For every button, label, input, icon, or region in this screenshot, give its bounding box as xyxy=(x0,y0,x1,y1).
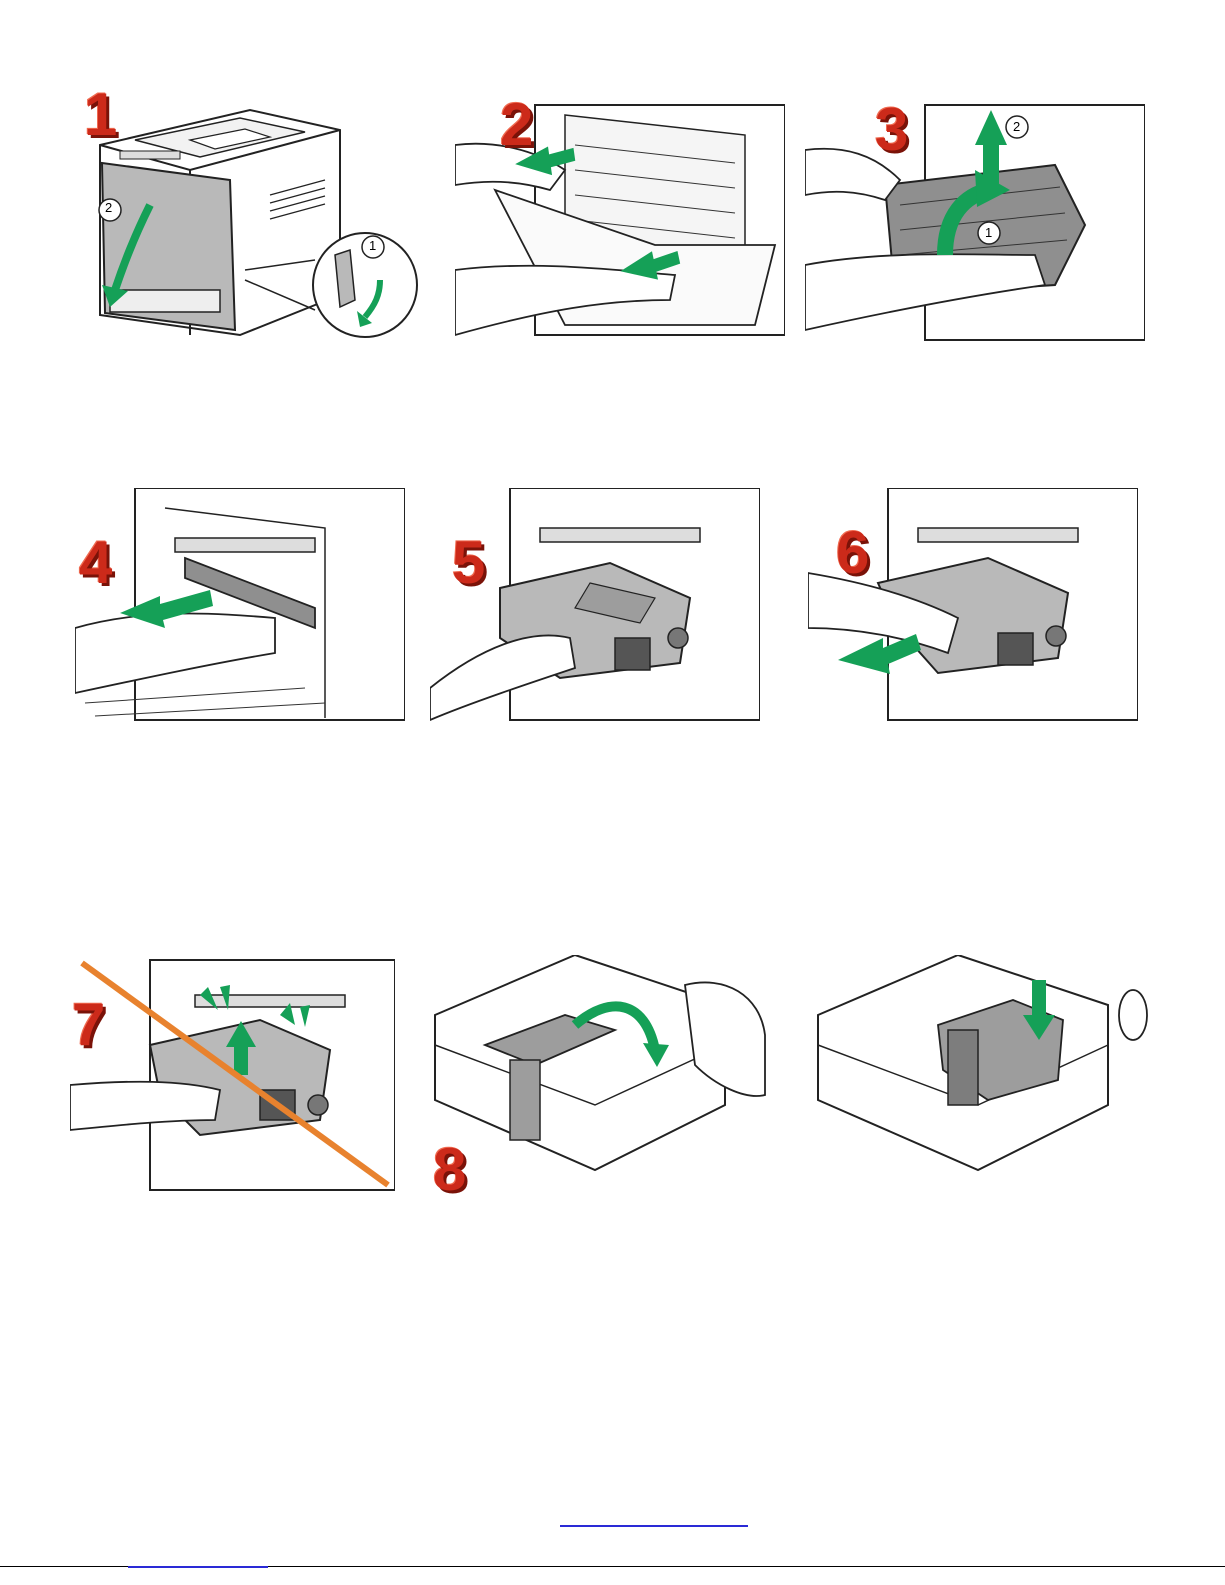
step-number-1: 1 xyxy=(84,85,115,145)
step-number-4: 4 xyxy=(79,533,110,593)
bottom-link-underline[interactable] xyxy=(128,1556,268,1568)
step-3-panel: 3 1 2 xyxy=(805,95,1145,345)
step-number-6: 6 xyxy=(836,523,867,583)
do-not-lift-illustration xyxy=(70,955,395,1195)
step-number-8: 8 xyxy=(433,1140,464,1200)
callout-circle-1: 1 xyxy=(369,238,376,253)
step-number-2: 2 xyxy=(500,95,531,155)
pull-lever-illustration xyxy=(75,488,405,723)
step-number-5: 5 xyxy=(452,533,483,593)
step-5-panel: 5 xyxy=(430,488,760,723)
step-2-panel: 2 xyxy=(455,95,785,345)
step-1-panel: 1 2 1 xyxy=(80,85,430,345)
printer-front-cover-illustration xyxy=(80,85,430,345)
final-panel xyxy=(808,955,1148,1185)
callout-circle-2: 2 xyxy=(1013,119,1020,134)
grip-waste-toner-bottle-illustration xyxy=(430,488,760,723)
callout-circle-1: 1 xyxy=(985,225,992,240)
step-7-panel: 7 xyxy=(70,955,395,1195)
callout-circle-2: 2 xyxy=(105,200,112,215)
step-number-7: 7 xyxy=(72,995,103,1055)
step-4-panel: 4 xyxy=(75,488,405,723)
bottle-cap-closed-illustration xyxy=(808,955,1148,1185)
close-bottle-cap-illustration xyxy=(425,955,770,1185)
step-number-3: 3 xyxy=(875,100,906,160)
footer-link-underline[interactable] xyxy=(560,1505,748,1527)
step-6-panel: 6 xyxy=(808,488,1138,723)
step-8-panel: 8 xyxy=(425,955,770,1185)
remove-transfer-unit-illustration xyxy=(805,95,1145,345)
